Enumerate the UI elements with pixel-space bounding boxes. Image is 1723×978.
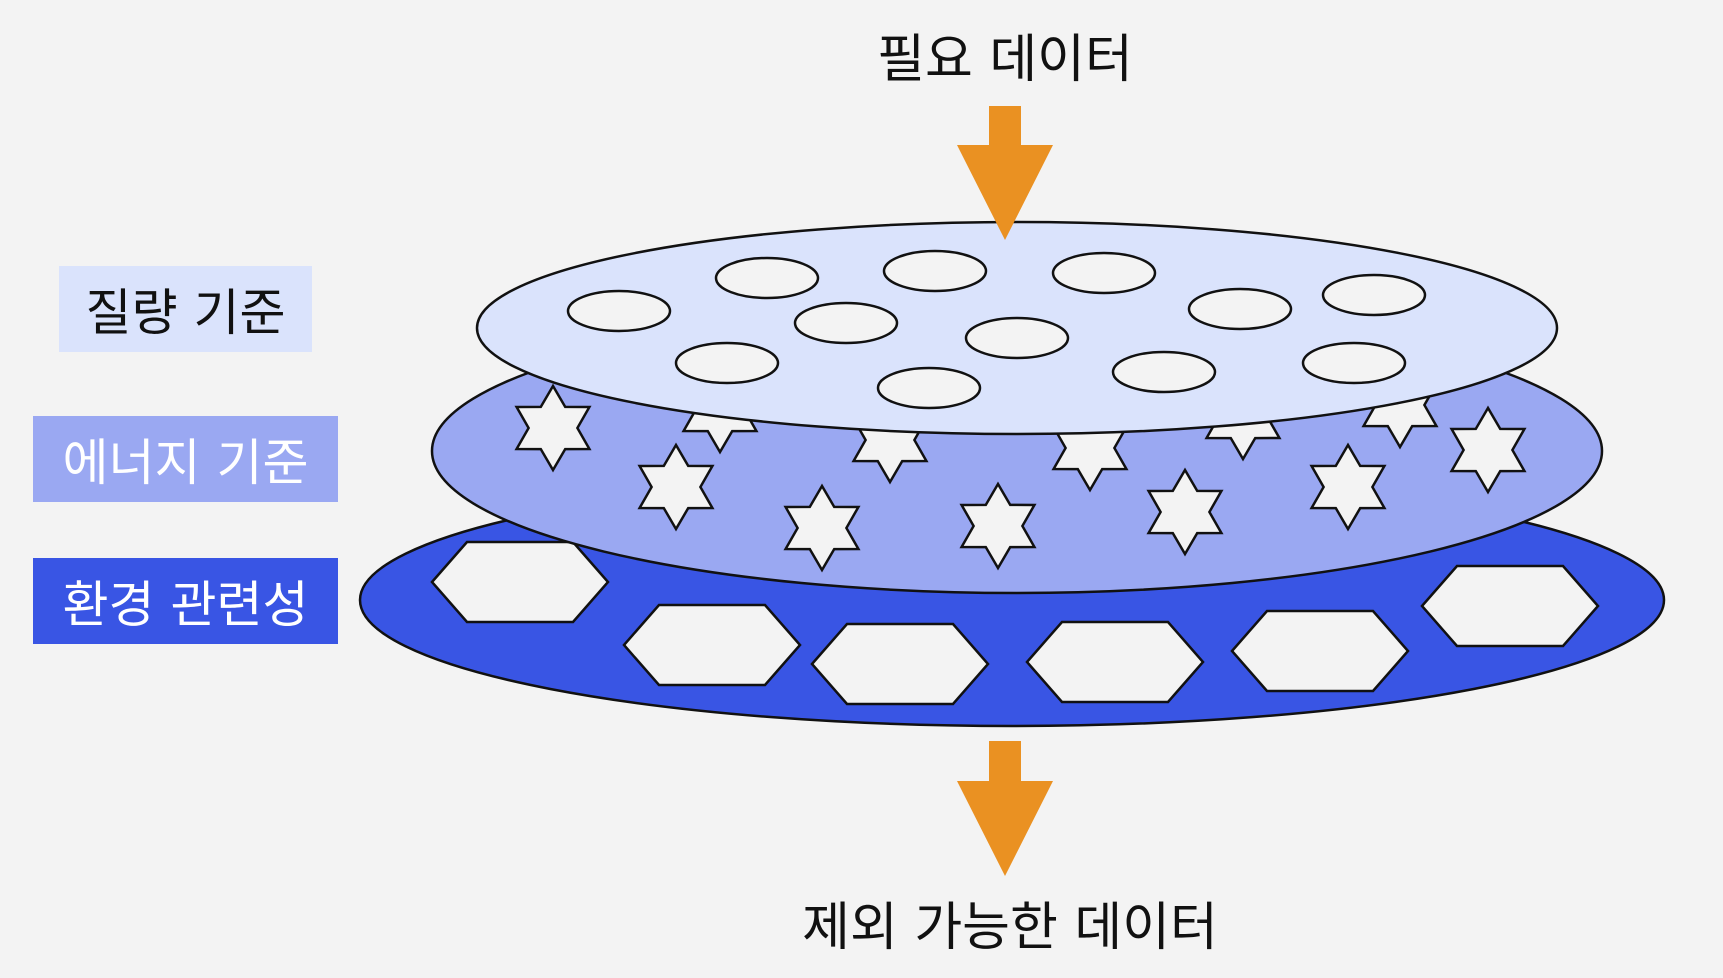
mass-criterion-label: 질량 기준 — [59, 266, 312, 352]
circle-hole — [793, 301, 899, 345]
star-hole — [637, 442, 715, 532]
circle-holes — [566, 249, 1427, 410]
star-hole — [783, 483, 861, 573]
circle-hole — [1321, 273, 1427, 317]
hexagon-hole — [810, 622, 990, 706]
circle-hole — [1301, 341, 1407, 385]
circle-hole — [1187, 287, 1293, 331]
circle-hole — [882, 249, 988, 293]
circle-hole — [1051, 251, 1157, 295]
mass-filter-layer — [475, 220, 1559, 436]
circle-hole — [1111, 350, 1217, 394]
hexagon-hole — [1025, 620, 1205, 704]
star-hole — [959, 481, 1037, 571]
input-arrow-icon — [957, 106, 1053, 240]
hexagon-hole — [622, 603, 802, 687]
hexagon-hole — [1420, 564, 1600, 648]
star-hole — [514, 383, 592, 473]
hexagon-hole — [430, 540, 610, 624]
circle-hole — [714, 256, 820, 300]
output-arrow-icon — [957, 741, 1053, 876]
excludable-data-label: 제외 가능한 데이터 — [802, 898, 1218, 958]
hexagon-hole — [1230, 609, 1410, 693]
circle-hole — [674, 341, 780, 385]
circle-hole — [876, 366, 982, 410]
star-hole — [1449, 405, 1527, 495]
star-hole — [1146, 467, 1224, 557]
energy-criterion-label: 에너지 기준 — [33, 416, 338, 502]
hexagon-holes — [430, 540, 1600, 706]
environment-relevance-label: 환경 관련성 — [33, 558, 338, 644]
input-data-label: 필요 데이터 — [877, 30, 1133, 90]
star-hole — [1309, 442, 1387, 532]
circle-hole — [964, 316, 1070, 360]
circle-hole — [566, 289, 672, 333]
